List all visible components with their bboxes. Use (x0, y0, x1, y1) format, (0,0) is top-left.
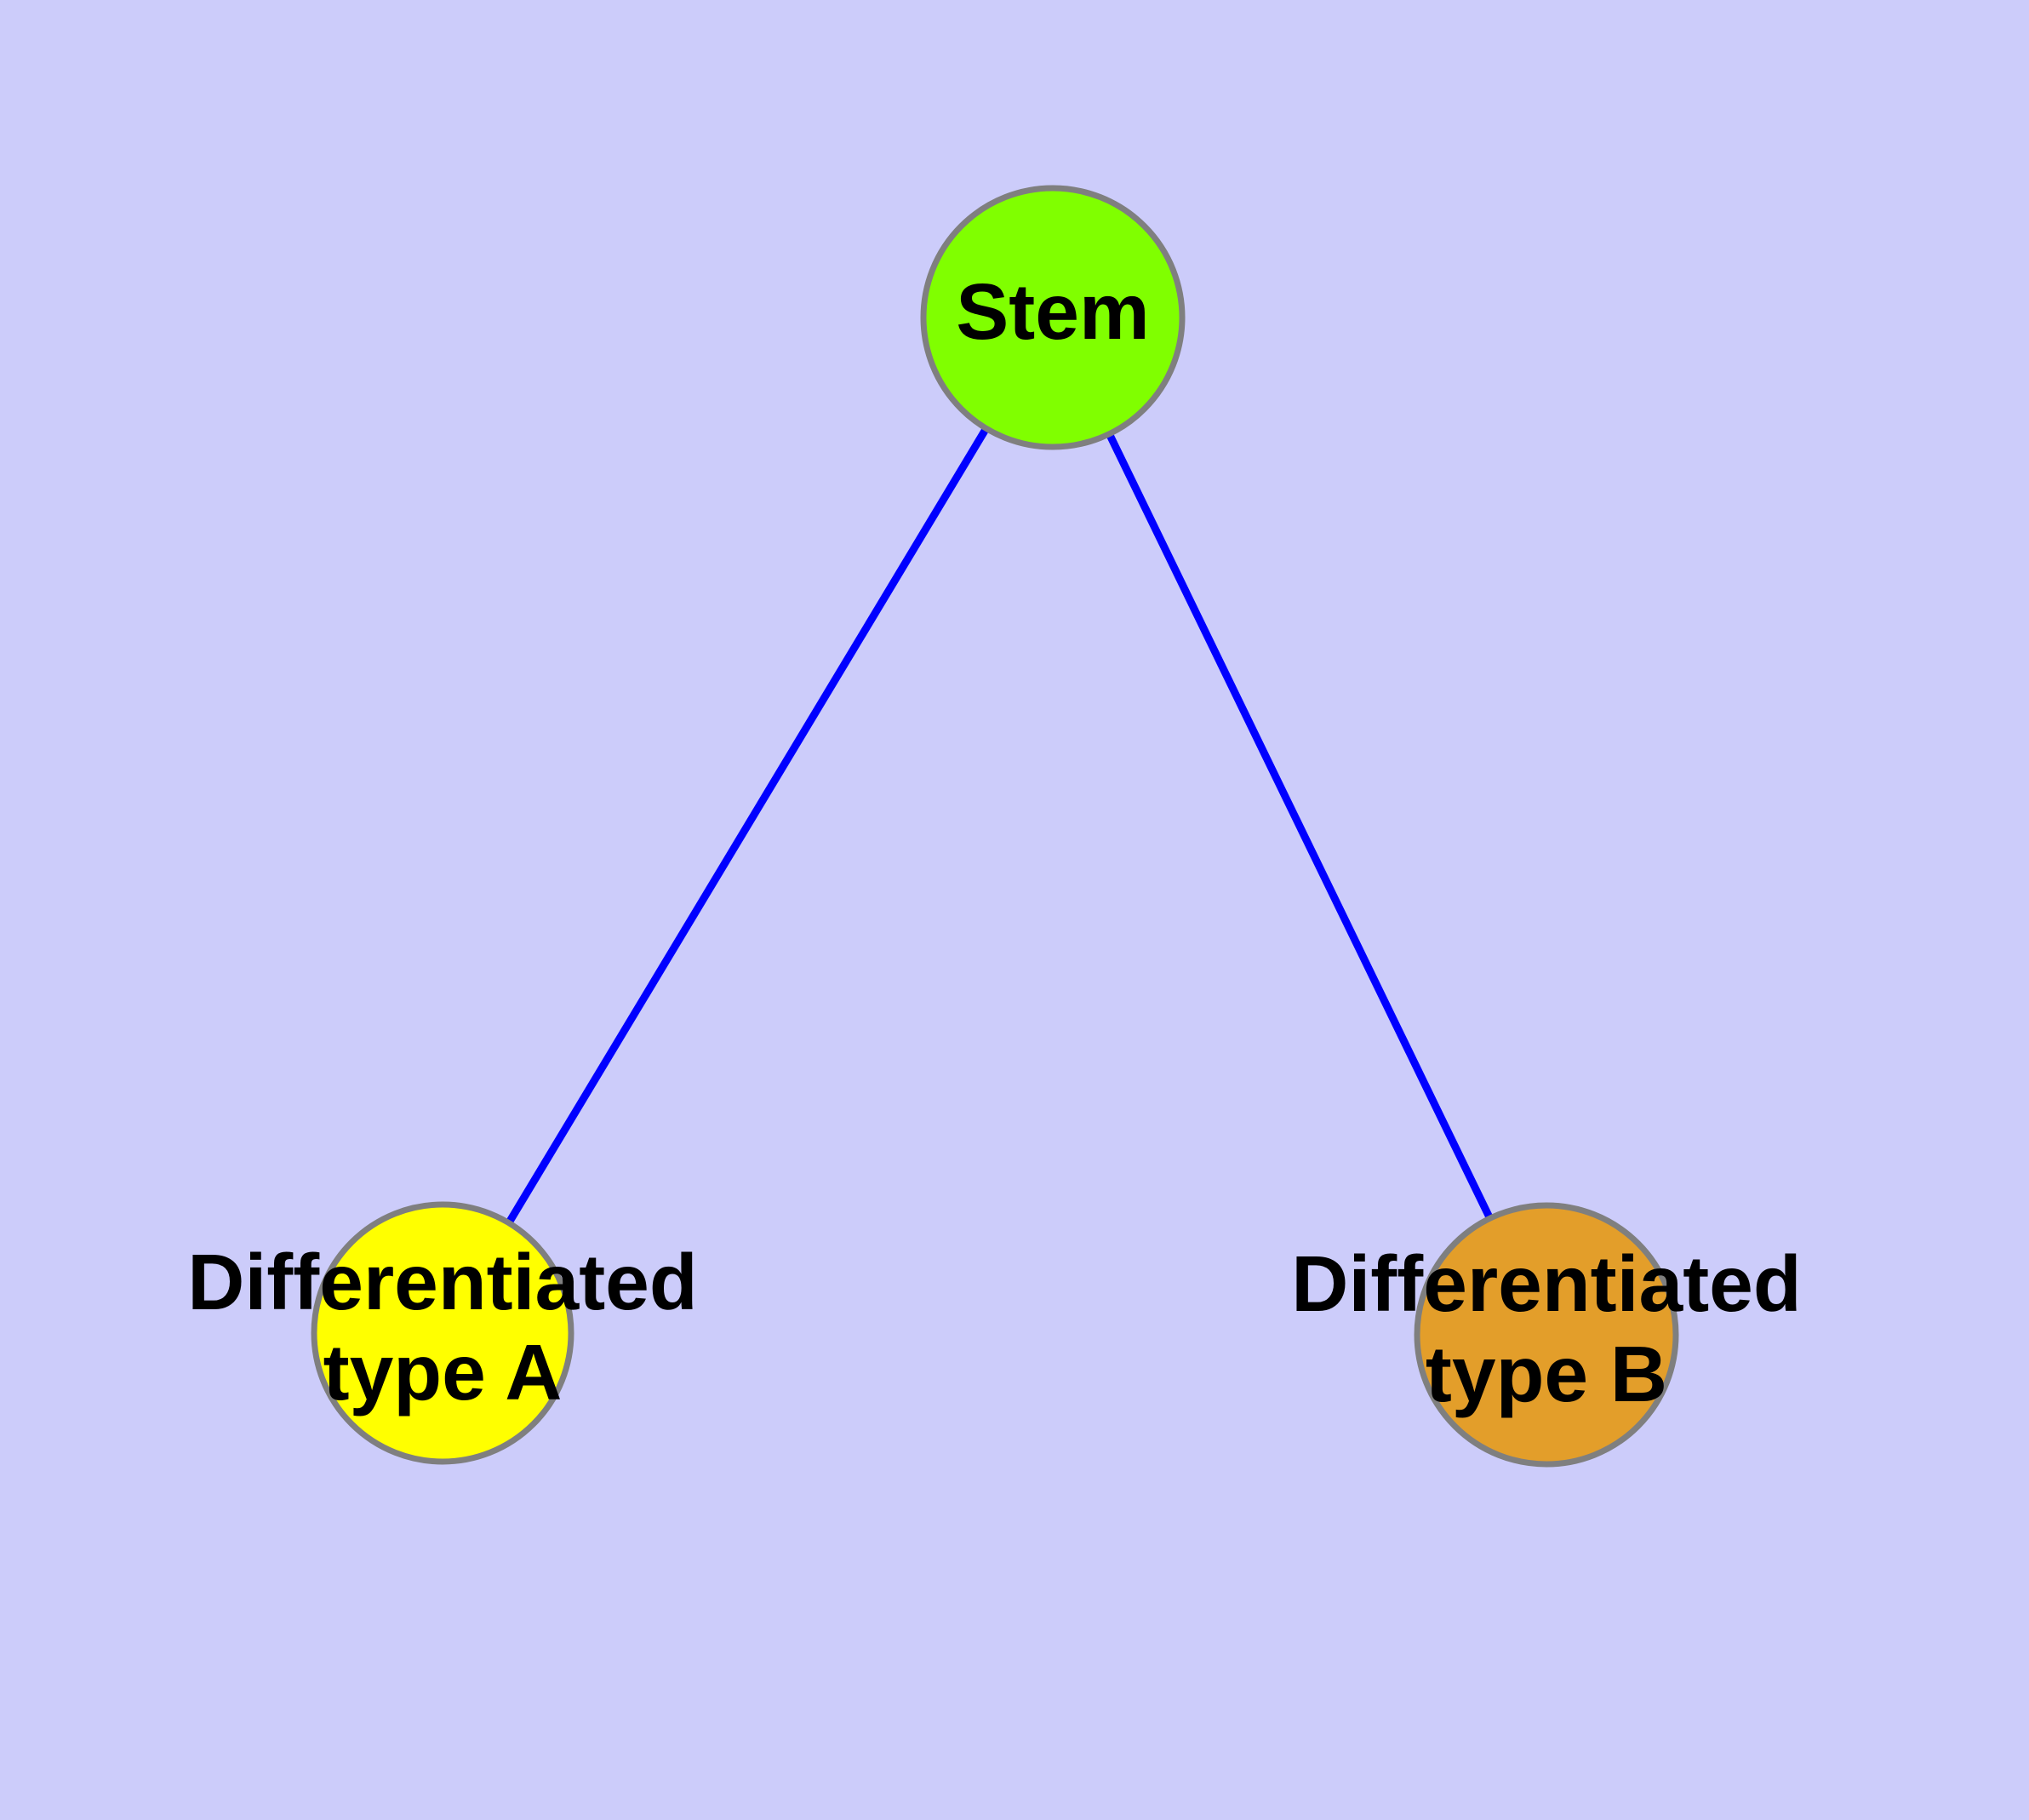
node-label-line: Stem (956, 267, 1149, 356)
node-diff_b[interactable] (1414, 1202, 1679, 1468)
edge-stem-to-diff_b[interactable] (1105, 430, 1495, 1222)
node-label-line: Differentiated (187, 1238, 697, 1326)
node-stem[interactable] (920, 185, 1186, 450)
node-label-stem: Stem (956, 267, 1149, 356)
node-label-line: type B (1426, 1330, 1667, 1418)
edge-stem-to-diff_a[interactable] (504, 424, 992, 1228)
node-diff_a[interactable] (311, 1201, 574, 1465)
nodes-layer (311, 185, 1679, 1468)
edges-layer (504, 424, 1495, 1228)
node-label-line: Differentiated (1291, 1239, 1801, 1328)
node-label-line: type A (323, 1328, 563, 1417)
